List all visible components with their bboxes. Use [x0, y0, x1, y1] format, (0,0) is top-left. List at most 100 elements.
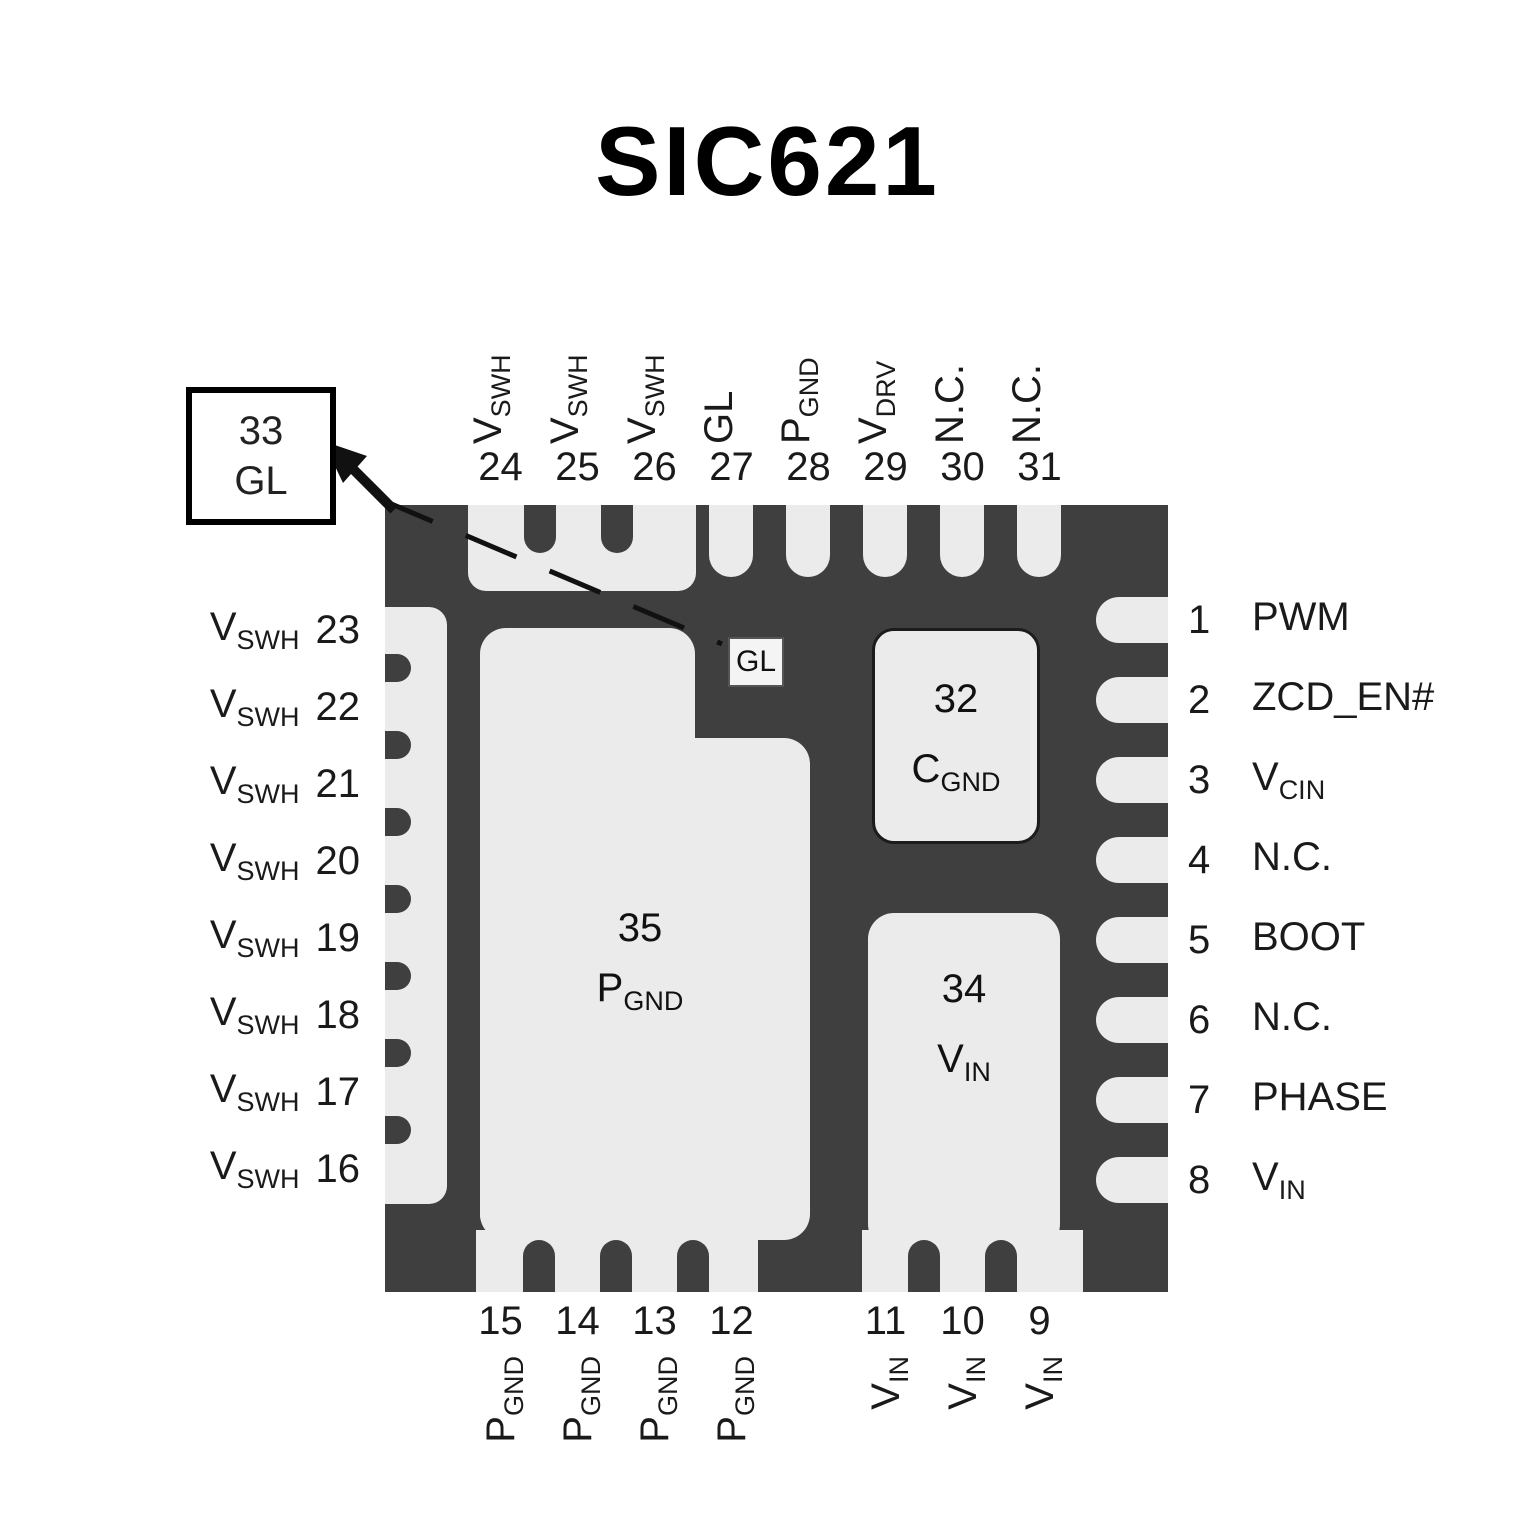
inner-gl-label: GL — [728, 637, 784, 687]
pin-label-area: PGND — [462, 1344, 539, 1494]
pin-label: PHASE — [1252, 1074, 1388, 1119]
pin-label: VSWH — [209, 605, 300, 655]
bottom-pin: 12 PGND — [693, 1298, 770, 1494]
pad-notch — [601, 505, 633, 553]
pad-notch — [677, 1240, 709, 1292]
right-pad-column — [1096, 580, 1168, 1220]
pin-label: VIN — [1017, 1356, 1068, 1410]
pin-number: 8 — [1188, 1157, 1211, 1202]
pin-label-area: VIN — [847, 1344, 924, 1494]
pin-number: 26 — [632, 444, 677, 489]
left-pin: VSWH 16 — [110, 1131, 360, 1208]
pin-number: 6 — [1188, 997, 1211, 1042]
pad-35-pgnd — [480, 738, 810, 1240]
pin-label: VCIN — [1252, 754, 1326, 805]
pad-32-cgnd: 32 CGND — [872, 628, 1040, 844]
pin-label: PWM — [1252, 594, 1350, 639]
pin-label: VSWH — [209, 1067, 300, 1117]
pin-pad-2 — [1096, 677, 1168, 723]
pin-pad-4 — [1096, 837, 1168, 883]
pin-pad-30 — [940, 505, 984, 577]
bottom-left-pin-row: 15 PGND 14 PGND 13 PGND 12 — [462, 1298, 770, 1494]
pin-number: 21 — [315, 762, 361, 806]
pad-notch — [385, 1039, 411, 1067]
pin-label: BOOT — [1252, 914, 1366, 959]
right-pin: 7 PHASE — [1188, 1060, 1528, 1140]
pad-notch — [600, 1240, 632, 1292]
top-pin: VSWH 26 — [616, 328, 693, 490]
pin-label-area: PGND — [616, 1344, 693, 1494]
pin-number: 27 — [709, 444, 754, 489]
pin-label: GL — [696, 390, 741, 444]
pin-label-area: VSWH — [616, 328, 693, 444]
pad-notch — [385, 885, 411, 913]
pin-label: VSWH — [209, 759, 300, 809]
bottom-pin: 11 VIN — [847, 1298, 924, 1494]
right-pin: 4 N.C. — [1188, 820, 1528, 900]
top-pin: N.C. 30 — [924, 328, 1001, 490]
pin-label: VSWH — [209, 913, 300, 963]
bottom-pin: 9 VIN — [1001, 1298, 1078, 1494]
pin-number: 31 — [1017, 444, 1062, 489]
top-pin: VSWH 24 — [462, 328, 539, 490]
left-pin: VSWH 19 — [110, 900, 360, 977]
pin-pad-5 — [1096, 917, 1168, 963]
pad-number: 34 — [941, 967, 987, 1011]
pad-34-label: 34 VIN — [868, 913, 1060, 1093]
pin-label: PGND — [709, 1356, 760, 1443]
right-pin: 2 ZCD_EN# — [1188, 660, 1528, 740]
pin-number: 11 — [864, 1298, 907, 1343]
pin-number: 1 — [1188, 597, 1211, 642]
pin-label-area: GL — [693, 328, 770, 444]
pad-name: CGND — [911, 747, 1001, 798]
pin-label: VIN — [863, 1356, 914, 1410]
pin-number: 14 — [555, 1298, 600, 1343]
pin-number: 7 — [1188, 1077, 1211, 1122]
left-pin: VSWH 17 — [110, 1054, 360, 1131]
right-pin: 3 VCIN — [1188, 740, 1528, 820]
pin-number: 3 — [1188, 757, 1211, 802]
right-pin: 6 N.C. — [1188, 980, 1528, 1060]
pin-label: PGND — [632, 1356, 683, 1443]
pin-pad-29 — [863, 505, 907, 577]
right-pin: 5 BOOT — [1188, 900, 1528, 980]
pad-notch — [908, 1240, 940, 1292]
right-pin-column: 1 PWM 2 ZCD_EN# 3 VCIN 4 N.C. 5 BOOT — [1188, 580, 1528, 1220]
pad-35-label: 35 PGND — [535, 898, 745, 1022]
right-pin: 8 VIN — [1188, 1140, 1528, 1220]
pin-number: 23 — [315, 608, 361, 652]
pin-number: 2 — [1188, 677, 1211, 722]
pin-number: 16 — [315, 1147, 361, 1191]
bottom-right-pin-row: 11 VIN 10 VIN 9 VIN — [847, 1298, 1078, 1494]
page-title: SIC621 — [595, 106, 940, 216]
bottom-pin: 10 VIN — [924, 1298, 1001, 1494]
pin-label-area: N.C. — [924, 328, 1001, 444]
pin-label: VSWH — [209, 682, 300, 732]
pin-label: VSWH — [209, 1144, 300, 1194]
pin-number: 22 — [315, 685, 361, 729]
pin-number: 10 — [940, 1298, 985, 1343]
pin-number: 4 — [1188, 837, 1211, 882]
bottom-pin: 14 PGND — [539, 1298, 616, 1494]
pin-label: VIN — [1252, 1154, 1306, 1205]
pin-number: 13 — [632, 1298, 677, 1343]
bottom-pin: 13 PGND — [616, 1298, 693, 1494]
pin-label: PGND — [478, 1356, 529, 1443]
pad-notch — [523, 1240, 555, 1292]
pin-number: 25 — [555, 444, 600, 489]
pin-label: PGND — [773, 357, 824, 444]
pin-label: VIN — [940, 1356, 991, 1410]
pin-pad-3 — [1096, 757, 1168, 803]
pin-number: 33 — [238, 409, 284, 453]
pin-pad-6 — [1096, 997, 1168, 1043]
pin-label: VSWH — [209, 836, 300, 886]
pad-notch — [385, 808, 411, 836]
pin-label: PGND — [555, 1356, 606, 1443]
pin-label: VSWH — [465, 354, 516, 444]
pin-number: 15 — [478, 1298, 523, 1343]
top-pin: N.C. 31 — [1001, 328, 1078, 490]
pin-label-area: VSWH — [462, 328, 539, 444]
pin-pad-7 — [1096, 1077, 1168, 1123]
pin-label: VSWH — [619, 354, 670, 444]
